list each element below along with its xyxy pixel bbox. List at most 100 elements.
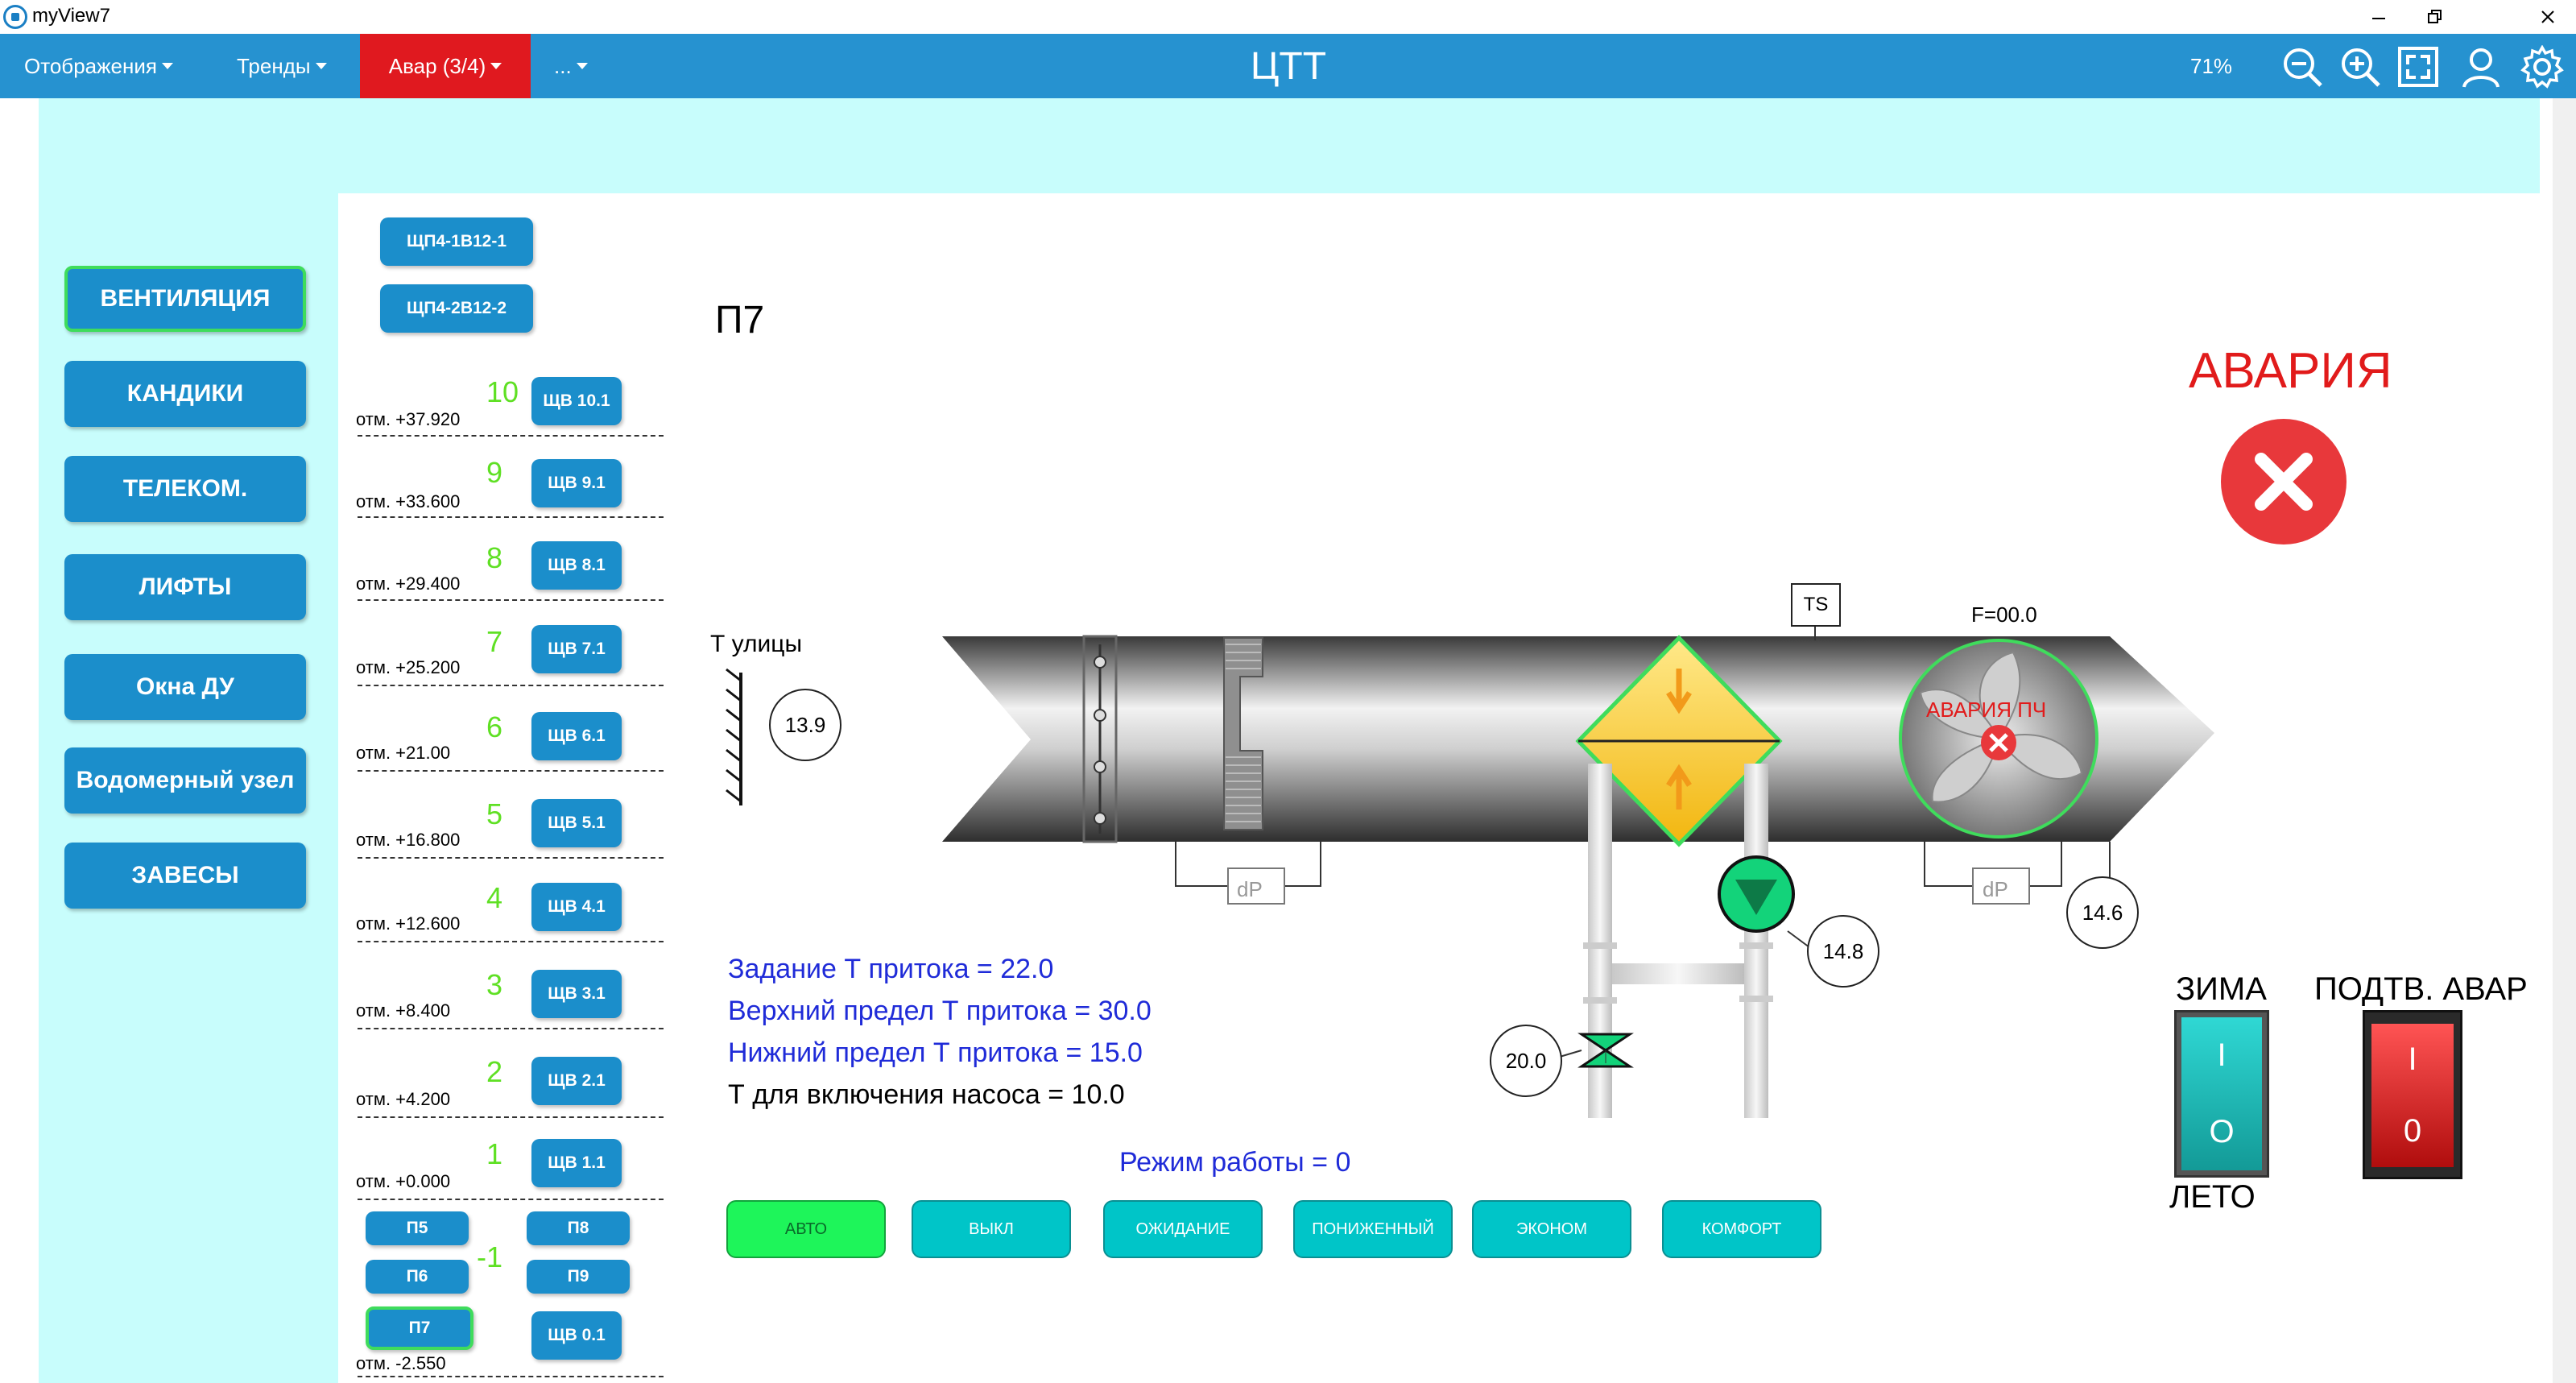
panel-shp4-2-button[interactable]: ЩП4-2В12-2 <box>380 284 533 333</box>
alarm-title: АВАРИЯ <box>2189 343 2392 399</box>
mode-off-button[interactable]: ВЫКЛ <box>912 1200 1071 1258</box>
floor-panel-button[interactable]: ЩВ 10.1 <box>531 377 622 425</box>
menu-alarms[interactable]: Авар (3/4) <box>360 34 531 98</box>
winter-label: ЗИМА <box>2176 971 2267 1007</box>
floor-divider <box>358 941 664 942</box>
alarm-icon <box>2221 419 2347 545</box>
floor-divider <box>358 435 664 437</box>
chevron-down-icon <box>161 63 173 69</box>
floor-number: 10 <box>486 375 519 408</box>
summer-label: ЛЕТО <box>2169 1179 2256 1215</box>
ack-alarm-label: ПОДТВ. АВАР <box>2314 971 2528 1007</box>
unit-p7-button[interactable]: П7 <box>366 1306 473 1350</box>
ack-off-mark: 0 <box>2403 1113 2422 1149</box>
floor-elevation: отм. +4.200 <box>356 1089 451 1109</box>
zoom-level: 71% <box>2190 53 2233 78</box>
return-temp-gauge: 14.8 <box>1807 915 1879 988</box>
floor-divider <box>358 599 664 601</box>
floor-panel-button[interactable]: ЩВ 5.1 <box>531 799 622 847</box>
chevron-down-icon <box>576 63 588 69</box>
chevron-down-icon <box>315 63 327 69</box>
floor-panel-button[interactable]: ЩВ 4.1 <box>531 883 622 931</box>
floor-number: 9 <box>486 456 503 489</box>
duct-diagram <box>726 622 2214 1118</box>
gear-icon[interactable] <box>2520 45 2564 89</box>
nav-water-meter-button[interactable]: Водомерный узел <box>64 747 306 814</box>
floor-divider <box>358 770 664 772</box>
floor-number: -1 <box>477 1240 503 1273</box>
ack-alarm-rocker: I 0 <box>2371 1024 2454 1167</box>
ack-alarm-switch[interactable]: I 0 <box>2363 1010 2462 1179</box>
floor-elevation: отм. +33.600 <box>356 491 461 511</box>
floor-divider <box>358 1199 664 1200</box>
ts-sensor-label: TS <box>1791 583 1841 627</box>
floor-panel-button[interactable]: ЩВ 3.1 <box>531 970 622 1018</box>
mode-auto-button[interactable]: АВТО <box>726 1200 886 1258</box>
zoom-out-icon[interactable] <box>2280 45 2324 89</box>
app-logo-icon <box>3 5 27 29</box>
menu-more-label: ... <box>554 53 572 78</box>
floor-panel-button[interactable]: ЩВ 0.1 <box>531 1311 622 1360</box>
floor-number: 3 <box>486 968 503 1001</box>
mode-economy-button[interactable]: ЭКОНОМ <box>1472 1200 1631 1258</box>
fit-screen-icon[interactable] <box>2396 45 2440 89</box>
menu-more[interactable]: ... <box>554 34 588 98</box>
vertical-scrollbar[interactable] <box>2553 98 2576 1383</box>
nav-windows-button[interactable]: Окна ДУ <box>64 654 306 720</box>
floor-elevation: отм. +37.920 <box>356 409 461 429</box>
restore-button[interactable] <box>2407 0 2463 34</box>
nav-kandiki-button[interactable]: КАНДИКИ <box>64 361 306 427</box>
nav-telecom-button[interactable]: ТЕЛЕКОМ. <box>64 456 306 522</box>
unit-p5-button[interactable]: П5 <box>366 1211 469 1245</box>
fan-frequency: F=00.0 <box>1971 602 2037 627</box>
menu-alarms-label: Авар (3/4) <box>388 53 486 78</box>
ack-on-mark: I <box>2408 1041 2417 1077</box>
floor-panel-button[interactable]: ЩВ 6.1 <box>531 712 622 760</box>
floor-divider <box>358 1376 664 1377</box>
floor-panel-button[interactable]: ЩВ 8.1 <box>531 541 622 590</box>
unit-p9-button[interactable]: П9 <box>527 1260 630 1294</box>
upper-limit-text: Верхний предел Т притока = 30.0 <box>728 996 1152 1026</box>
nav-curtains-button[interactable]: ЗАВЕСЫ <box>64 843 306 909</box>
floor-number: 1 <box>486 1137 503 1170</box>
close-button[interactable] <box>2520 0 2576 34</box>
floor-elevation: отм. +12.600 <box>356 913 461 934</box>
close-icon <box>2541 10 2554 23</box>
panel-shp4-1-button[interactable]: ЩП4-1В12-1 <box>380 217 533 266</box>
floor-elevation: отм. +25.200 <box>356 657 461 677</box>
restore-icon <box>2428 10 2442 23</box>
zoom-in-icon[interactable] <box>2338 45 2382 89</box>
fan-alarm-label: АВАРИЯ ПЧ <box>1926 698 2047 722</box>
water-temp-gauge: 20.0 <box>1490 1025 1562 1097</box>
floor-elevation: отм. +8.400 <box>356 1000 451 1021</box>
menu-displays[interactable]: Отображения <box>24 34 173 98</box>
setpoint-text: Задание Т притока = 22.0 <box>728 954 1054 984</box>
menu-trends[interactable]: Тренды <box>237 34 327 98</box>
floor-panel-button[interactable]: ЩВ 1.1 <box>531 1139 622 1187</box>
minimize-button[interactable] <box>2351 0 2407 34</box>
floor-panel-button[interactable]: ЩВ 9.1 <box>531 459 622 507</box>
mode-comfort-button[interactable]: КОМФОРТ <box>1662 1200 1821 1258</box>
menu-displays-label: Отображения <box>24 53 157 78</box>
supply-temp-gauge: 14.6 <box>2066 876 2139 949</box>
menu-bar: Отображения Тренды Авар (3/4) ... ЦТТ 71… <box>0 34 2576 98</box>
mode-standby-button[interactable]: ОЖИДАНИЕ <box>1103 1200 1263 1258</box>
floor-panel-button[interactable]: ЩВ 2.1 <box>531 1057 622 1105</box>
lower-limit-text: Нижний предел Т притока = 15.0 <box>728 1037 1143 1068</box>
floor-panel-button[interactable]: ЩВ 7.1 <box>531 625 622 673</box>
title-bar: myView7 <box>0 0 2576 34</box>
floor-number: 6 <box>486 710 503 743</box>
unit-p8-button[interactable]: П8 <box>527 1211 630 1245</box>
floor-divider <box>358 857 664 859</box>
mode-reduced-button[interactable]: ПОНИЖЕННЫЙ <box>1293 1200 1453 1258</box>
floor-divider <box>358 1028 664 1029</box>
floor-elevation: отм. +16.800 <box>356 830 461 850</box>
floor-divider <box>358 516 664 518</box>
unit-p6-button[interactable]: П6 <box>366 1260 469 1294</box>
nav-lifts-button[interactable]: ЛИФТЫ <box>64 554 306 620</box>
nav-ventilation-button[interactable]: ВЕНТИЛЯЦИЯ <box>64 266 306 332</box>
season-switch[interactable]: I O <box>2174 1010 2269 1178</box>
user-icon[interactable] <box>2459 45 2503 89</box>
floor-number: 8 <box>486 541 503 574</box>
